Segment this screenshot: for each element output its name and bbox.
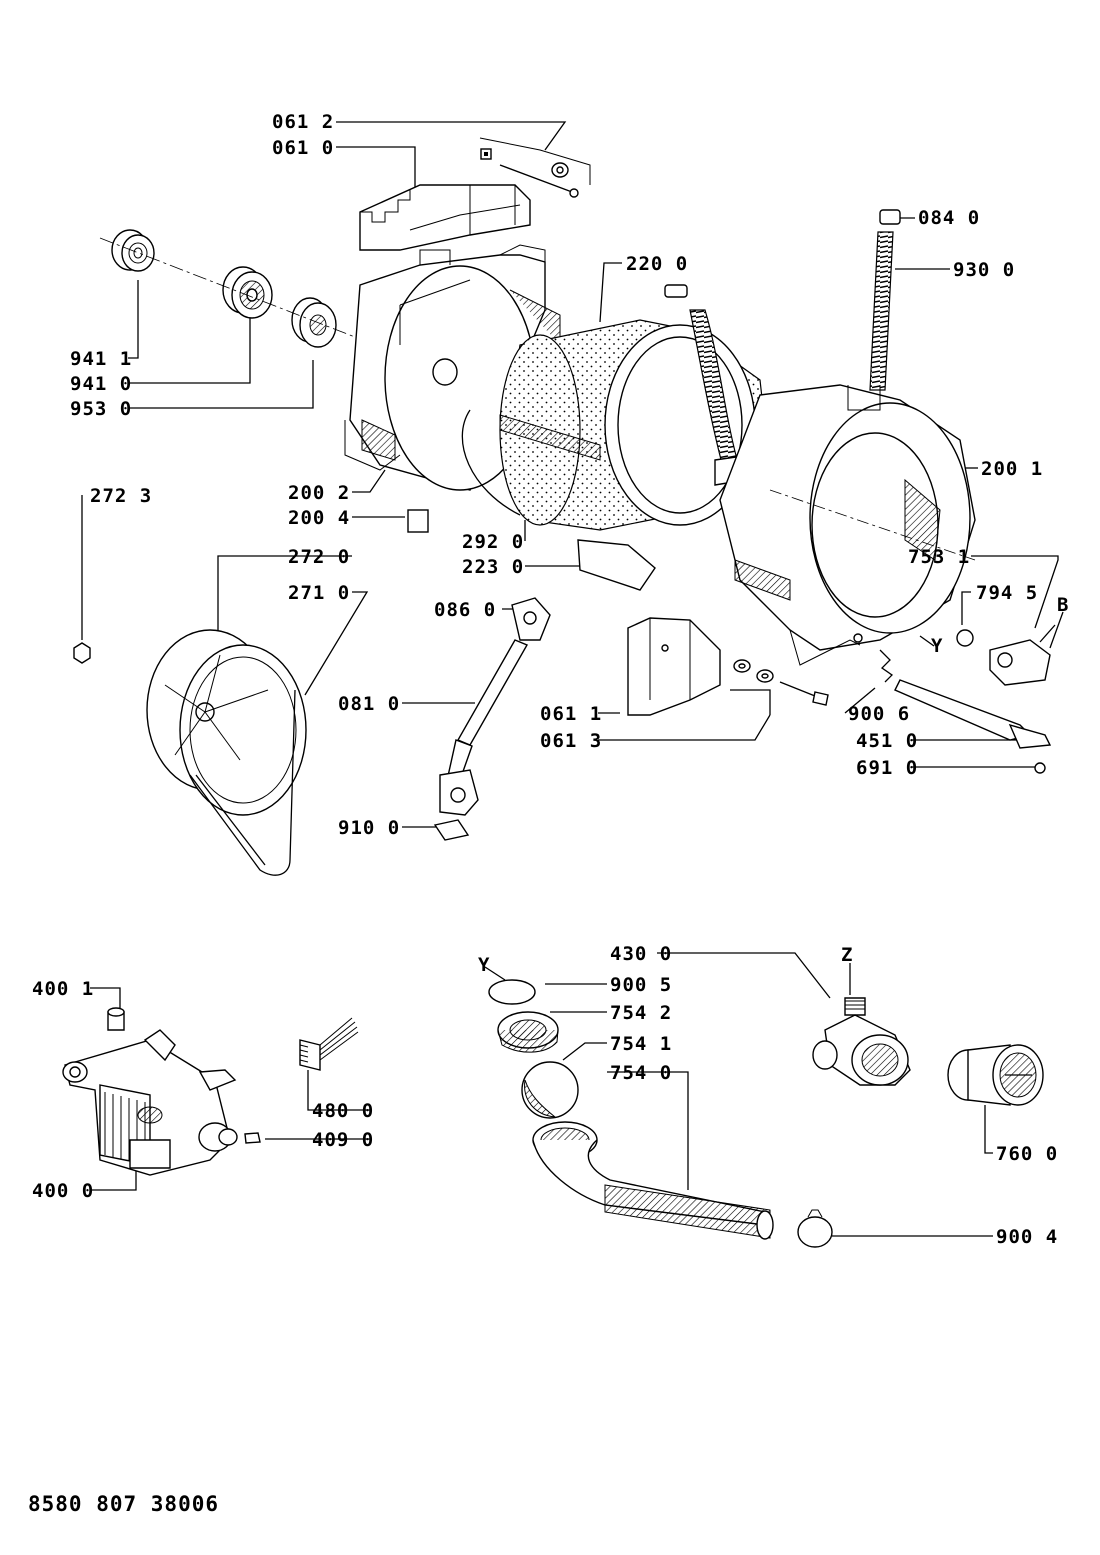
callout-400-0: 400 0	[32, 1180, 94, 1202]
callout-900-5: 900 5	[610, 974, 672, 996]
callout-910-0: 910 0	[338, 817, 400, 839]
callout-480-0: 480 0	[312, 1100, 374, 1122]
callout-451-0: 451 0	[856, 730, 918, 752]
callout-900-4: 900 4	[996, 1226, 1058, 1248]
filter-760-0	[947, 1044, 1044, 1106]
carbon-brush-400-1	[107, 1007, 125, 1031]
document-number: 8580 807 38006	[28, 1492, 220, 1516]
drain-hose-754-0	[532, 1121, 774, 1240]
bush-794-5	[956, 629, 974, 647]
clamp-900-5	[488, 979, 536, 1005]
callout-b: B	[1057, 594, 1069, 616]
callout-061-2: 061 2	[272, 111, 334, 133]
clip-900-6	[879, 649, 894, 683]
callout-z: Z	[841, 944, 853, 966]
callout-084-0: 084 0	[918, 207, 980, 229]
callout-labels: 061 2 061 0 084 0 220 0 930 0 941 1 941 …	[32, 111, 1069, 1248]
callout-400-1: 400 1	[32, 978, 94, 1000]
clamp-900-4	[797, 1209, 833, 1248]
callout-409-0: 409 0	[312, 1129, 374, 1151]
callout-941-0: 941 0	[70, 373, 132, 395]
bolt-061-3	[733, 659, 829, 706]
drain-pump-430-0	[812, 997, 911, 1086]
callout-200-2: 200 2	[288, 482, 350, 504]
front-tub-200-1	[719, 384, 976, 666]
callout-754-1: 754 1	[610, 1033, 672, 1055]
belt-271-0	[189, 689, 296, 876]
callout-271-0: 271 0	[288, 582, 350, 604]
rear-tub-200-2	[344, 244, 561, 491]
callout-220-0: 220 0	[626, 253, 688, 275]
callout-754-2: 754 2	[610, 1002, 672, 1024]
callout-794-5: 794 5	[976, 582, 1038, 604]
callout-223-0: 223 0	[462, 556, 524, 578]
callout-760-0: 760 0	[996, 1143, 1058, 1165]
callout-953-0: 953 0	[70, 398, 132, 420]
ball-754-1	[521, 1061, 579, 1119]
callout-061-1: 061 1	[540, 703, 602, 725]
callout-930-0: 930 0	[953, 259, 1015, 281]
callout-y-bottom: Y	[478, 954, 490, 976]
counterweight-061-0	[359, 184, 531, 251]
callout-086-0: 086 0	[434, 599, 496, 621]
callout-272-0: 272 0	[288, 546, 350, 568]
callout-081-0: 081 0	[338, 693, 400, 715]
callout-200-4: 200 4	[288, 507, 350, 529]
callout-y-top: Y	[931, 635, 943, 657]
callout-061-3: 061 3	[540, 730, 602, 752]
nut-272-3	[73, 642, 91, 664]
callout-272-3: 272 3	[90, 485, 152, 507]
callout-691-0: 691 0	[856, 757, 918, 779]
callout-900-6: 900 6	[848, 703, 910, 725]
leader-lines-top	[81, 121, 1064, 828]
pulley-272-0	[146, 629, 307, 816]
seal-953-0	[291, 297, 337, 348]
bearing-941-0	[222, 266, 273, 319]
motor-400-0	[62, 1029, 238, 1176]
shock-absorber-081-0	[433, 597, 551, 841]
cover-061-1	[627, 617, 721, 716]
callout-061-0: 061 0	[272, 137, 334, 159]
connector-480-0	[299, 1017, 359, 1071]
callout-753-1: 753 1	[908, 546, 970, 568]
bracket-223-0	[577, 539, 656, 591]
part-409-0	[244, 1132, 261, 1144]
callout-200-1: 200 1	[981, 458, 1043, 480]
callout-430-0: 430 0	[610, 943, 672, 965]
heater-451-0	[894, 679, 1052, 774]
seal-754-2	[497, 1011, 559, 1053]
ring-292-0	[461, 409, 521, 516]
thermostat-753-1	[989, 624, 1056, 686]
callout-754-0: 754 0	[610, 1062, 672, 1084]
callout-292-0: 292 0	[462, 531, 524, 553]
clip-200-4	[407, 509, 429, 533]
hose-930-0	[664, 209, 901, 486]
leader-lines-bottom	[90, 952, 993, 1237]
rod-and-washer-061-2	[479, 137, 591, 198]
callout-941-1: 941 1	[70, 348, 132, 370]
